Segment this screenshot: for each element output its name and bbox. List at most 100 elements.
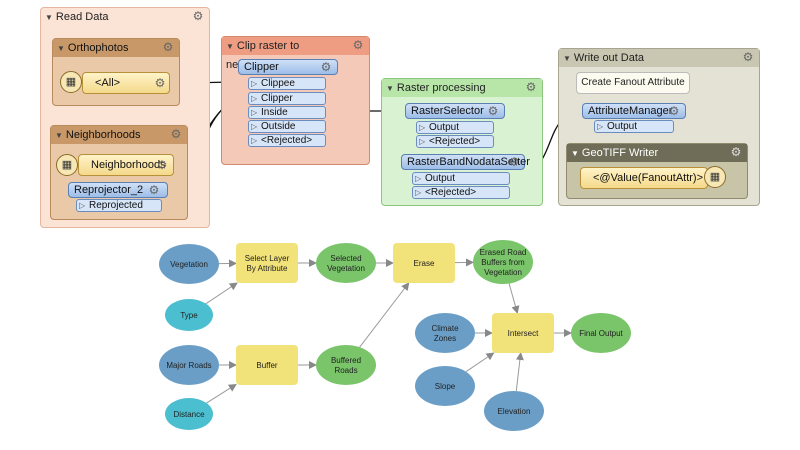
bookmark-header: ▼Write out Data xyxy=(559,49,759,67)
port-inside[interactable]: Inside xyxy=(248,106,326,119)
port-clipper[interactable]: Clipper xyxy=(248,92,326,105)
port-label: Outside xyxy=(261,121,296,132)
node-shape xyxy=(236,345,298,385)
port-label: Reprojected xyxy=(89,200,143,211)
port-reprojected[interactable]: Reprojected xyxy=(76,199,162,212)
reader-label: <All> xyxy=(95,77,121,89)
transformer-title: RasterBandNodataSetter xyxy=(407,156,530,168)
annotation-note[interactable]: Create Fanout Attribute xyxy=(576,72,690,94)
node-shape xyxy=(165,398,213,430)
note-text: Create Fanout Attribute xyxy=(581,77,685,88)
flow-node-dist[interactable]: Distance xyxy=(165,398,213,430)
port-rejected[interactable]: <Rejected> xyxy=(416,135,494,148)
gear-icon[interactable]: ⚙ xyxy=(162,40,174,54)
collapse-triangle-icon[interactable]: ▼ xyxy=(226,42,234,51)
node-label: Buffer xyxy=(256,361,278,370)
gear-icon[interactable]: ⚙ xyxy=(742,50,754,64)
port-clippee[interactable]: Clippee xyxy=(248,77,326,90)
port-rejected[interactable]: <Rejected> xyxy=(412,186,510,199)
flow-node-veg[interactable]: Vegetation xyxy=(159,244,219,284)
node-shape xyxy=(316,345,376,385)
transformer-nodata-setter[interactable]: RasterBandNodataSetter xyxy=(401,154,530,170)
gear-icon[interactable]: ⚙ xyxy=(170,127,182,141)
port-output[interactable]: Output xyxy=(416,121,494,134)
gear-icon[interactable]: ⚙ xyxy=(730,145,742,159)
collapse-triangle-icon[interactable]: ▼ xyxy=(386,84,394,93)
port-label: <Rejected> xyxy=(261,135,313,146)
flow-arrow xyxy=(359,282,410,348)
node-label: Elevation xyxy=(498,407,531,416)
flow-node-final[interactable]: Final Output xyxy=(571,313,631,353)
writer-label: <@Value(FanoutAttr)> xyxy=(593,172,704,184)
collapse-triangle-icon[interactable]: ▼ xyxy=(563,54,571,63)
gear-icon[interactable]: ⚙ xyxy=(192,9,204,23)
port-label: Output xyxy=(429,122,460,133)
bookmark-header: ▼Raster processing xyxy=(382,79,542,97)
reader-table-icon[interactable]: ▦ xyxy=(60,71,82,93)
transformer-title: Clipper xyxy=(244,61,279,73)
port-rejected[interactable]: <Rejected> xyxy=(248,134,326,147)
reader-gear-icon[interactable]: ⚙ xyxy=(154,76,166,90)
transformer-title: RasterSelector xyxy=(411,105,484,117)
flow-arrow xyxy=(508,283,520,314)
node-shape xyxy=(492,313,554,353)
port-label: Output xyxy=(607,121,638,132)
port-label: Output xyxy=(425,173,456,184)
node-shape xyxy=(316,243,376,283)
flow-node-roads[interactable]: Major Roads xyxy=(159,345,219,385)
reader-label: Neighborhoods xyxy=(91,159,166,171)
node-label: Type xyxy=(180,311,198,320)
transformer-gear-icon[interactable]: ⚙ xyxy=(508,155,520,169)
reader-neighborhoods[interactable]: Neighborhoods xyxy=(78,154,174,176)
node-label: Vegetation xyxy=(170,260,208,269)
flow-node-buffer[interactable]: Buffer xyxy=(236,345,298,385)
transformer-raster-selector[interactable]: RasterSelector xyxy=(405,103,505,119)
reader-table-icon[interactable]: ▦ xyxy=(56,154,78,176)
port-label: <Rejected> xyxy=(429,136,481,147)
flow-node-type[interactable]: Type xyxy=(165,299,213,331)
collapse-triangle-icon[interactable]: ▼ xyxy=(57,44,65,53)
port-output[interactable]: Output xyxy=(412,172,510,185)
flow-node-elev[interactable]: Elevation xyxy=(484,391,544,431)
flow-node-intersect[interactable]: Intersect xyxy=(492,313,554,353)
transformer-attribute-manager[interactable]: AttributeManager xyxy=(582,103,686,119)
collapse-triangle-icon[interactable]: ▼ xyxy=(45,13,53,22)
flow-node-slope[interactable]: Slope xyxy=(415,366,475,406)
gear-icon[interactable]: ⚙ xyxy=(352,38,364,52)
node-shape xyxy=(415,313,475,353)
port-label: Clipper xyxy=(261,93,293,104)
bookmark-header: ▼Read Data xyxy=(41,8,209,26)
port-outside[interactable]: Outside xyxy=(248,120,326,133)
transformer-gear-icon[interactable]: ⚙ xyxy=(487,104,499,118)
port-label: Inside xyxy=(261,107,288,118)
node-label: Distance xyxy=(173,410,205,419)
flow-node-erase[interactable]: Erase xyxy=(393,243,455,283)
transformer-gear-icon[interactable]: ⚙ xyxy=(668,104,680,118)
transformer-gear-icon[interactable]: ⚙ xyxy=(148,183,160,197)
port-label: <Rejected> xyxy=(425,187,477,198)
reader-gear-icon[interactable]: ⚙ xyxy=(156,158,168,172)
node-shape xyxy=(484,391,544,431)
port-output[interactable]: Output xyxy=(594,120,674,133)
node-shape xyxy=(159,345,219,385)
node-label: Final Output xyxy=(579,329,623,338)
node-label: Major Roads xyxy=(166,361,211,370)
gear-icon[interactable]: ⚙ xyxy=(525,80,537,94)
transformer-gear-icon[interactable]: ⚙ xyxy=(320,60,332,74)
node-shape xyxy=(415,366,475,406)
bookmark-title: Orthophotos xyxy=(67,42,129,54)
writer-table-icon[interactable]: ▦ xyxy=(704,166,726,188)
transformer-clipper[interactable]: Clipper xyxy=(238,59,338,75)
transformer-title: Reprojector_2 xyxy=(74,184,144,196)
transformer-reprojector[interactable]: Reprojector_2 xyxy=(68,182,168,198)
collapse-triangle-icon[interactable]: ▼ xyxy=(55,131,63,140)
collapse-triangle-icon[interactable]: ▼ xyxy=(571,149,579,158)
reader-orthophotos[interactable]: <All> xyxy=(82,72,170,94)
